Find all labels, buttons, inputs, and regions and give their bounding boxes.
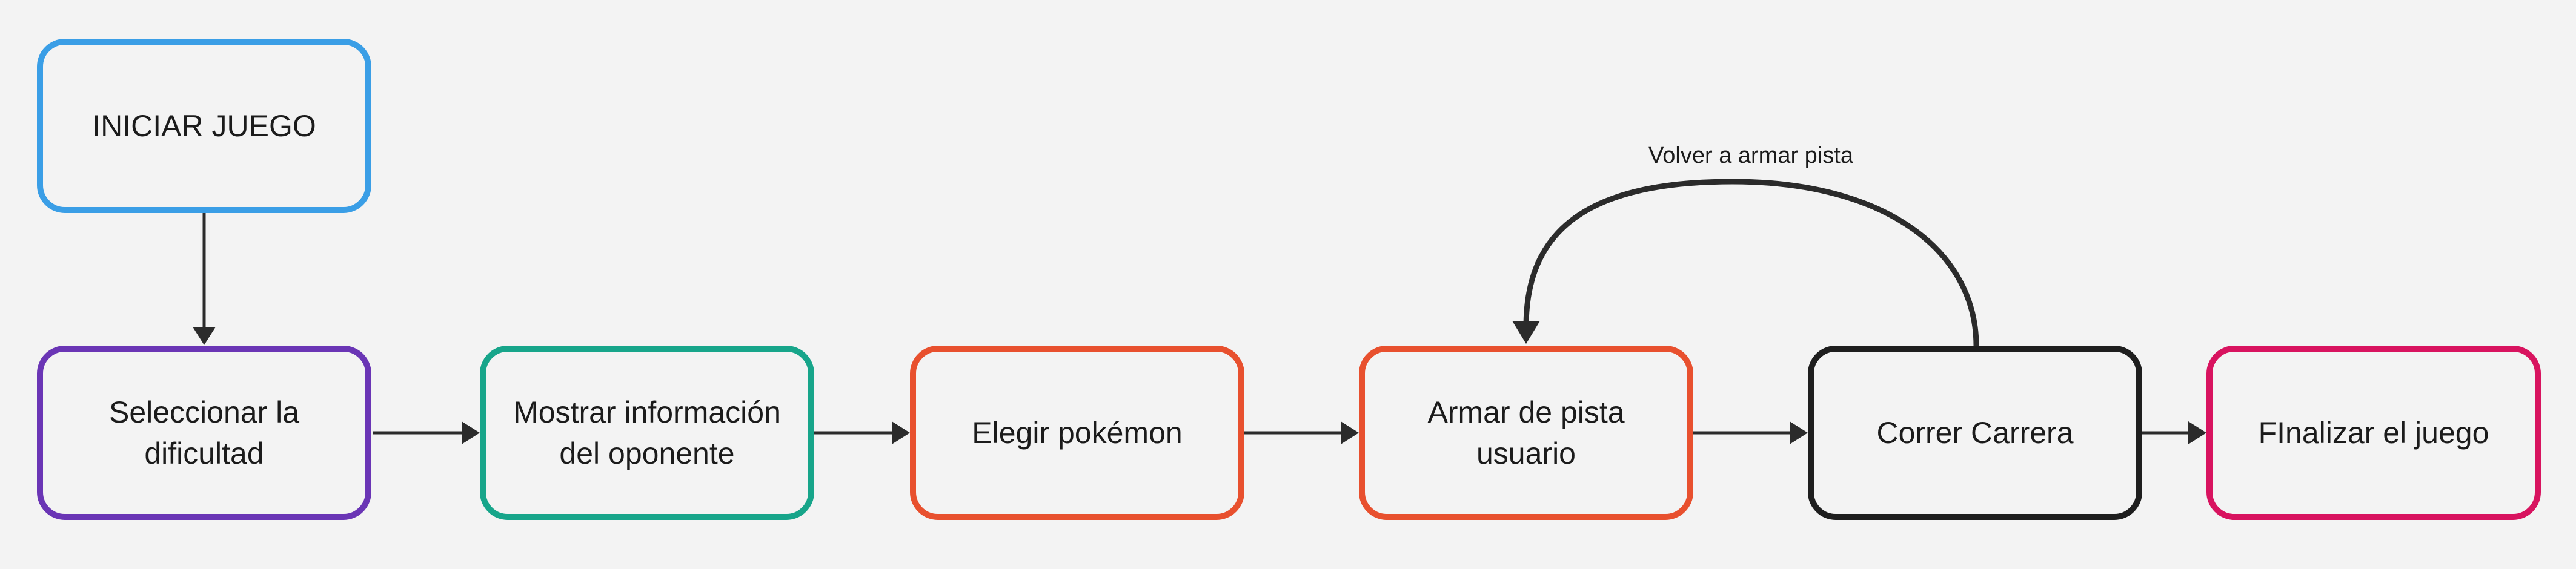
node-elegir-pokemon[interactable]: Elegir pokémon bbox=[910, 346, 1244, 520]
node-label: INICIAR JUEGO bbox=[92, 109, 316, 143]
node-seleccionar-dificultad[interactable]: Seleccionar la dificultad bbox=[37, 346, 371, 520]
arrowhead-pokemon-to-track bbox=[1341, 421, 1359, 444]
arrowhead-opponent-to-pokemon bbox=[892, 421, 910, 444]
node-finalizar-juego[interactable]: FInalizar el juego bbox=[2206, 346, 2541, 520]
node-label: Elegir pokémon bbox=[972, 416, 1183, 450]
node-label: Mostrar información del oponente bbox=[513, 395, 781, 470]
arrowhead-start-to-difficulty bbox=[193, 327, 216, 345]
node-iniciar-juego[interactable]: INICIAR JUEGO bbox=[37, 39, 371, 213]
arrowhead-difficulty-to-opponent bbox=[462, 421, 480, 444]
node-correr-carrera[interactable]: Correr Carrera bbox=[1808, 346, 2142, 520]
node-label: Seleccionar la dificultad bbox=[108, 395, 300, 470]
arrowhead-loop-race-to-track bbox=[1512, 321, 1540, 344]
node-label: FInalizar el juego bbox=[2258, 416, 2489, 450]
node-mostrar-informacion-oponente[interactable]: Mostrar información del oponente bbox=[480, 346, 814, 520]
node-label: Armar de pista usuario bbox=[1427, 395, 1625, 470]
arrow-loop-race-to-track bbox=[1523, 179, 1979, 346]
node-label: Correr Carrera bbox=[1876, 416, 2074, 450]
arrowhead-track-to-race bbox=[1790, 421, 1808, 444]
arrowhead-race-to-finish bbox=[2188, 421, 2206, 444]
loop-edge-label: Volver a armar pista bbox=[1648, 143, 1853, 168]
node-armar-pista-usuario[interactable]: Armar de pista usuario bbox=[1359, 346, 1693, 520]
